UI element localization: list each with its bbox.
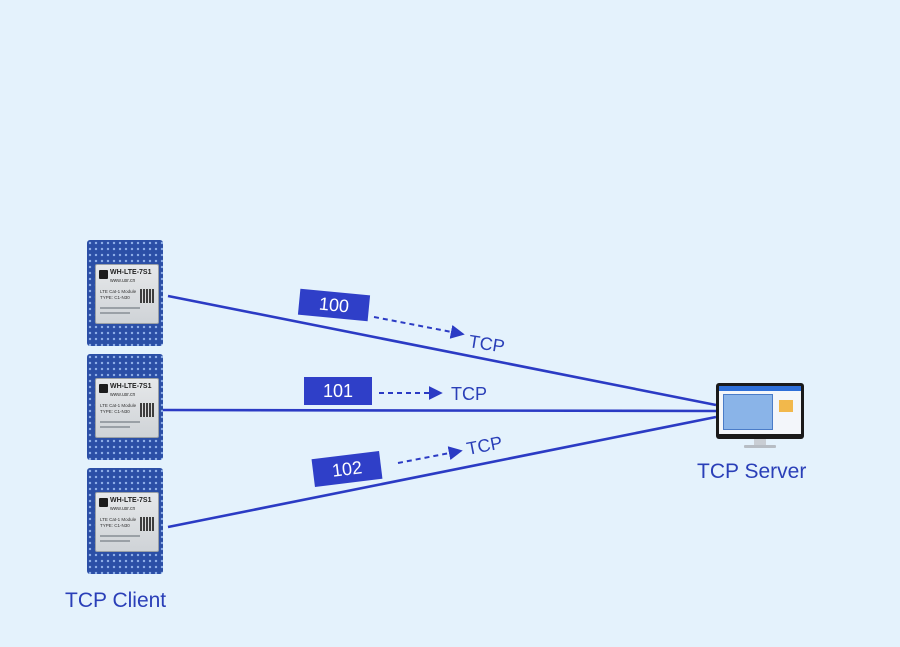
fine-print — [100, 421, 140, 423]
packet-number: 100 — [318, 294, 350, 317]
qr-code-icon — [140, 289, 154, 303]
connection-line-3 — [167, 415, 717, 529]
module-url-label: www.usr.cn — [110, 392, 136, 398]
module-description-label: LTE Cat-1 Module — [100, 289, 137, 294]
module-description-label: LTE Cat-1 Module — [100, 517, 137, 522]
module-type-label: TYPE: C1-N30 — [100, 409, 130, 414]
connection-line-1 — [167, 294, 717, 407]
usr-logo-icon — [99, 498, 108, 507]
module-shield: WH-LTE-7S1 www.usr.cn LTE Cat-1 Module T… — [95, 378, 159, 438]
protocol-label-2: TCP — [451, 384, 487, 404]
monitor-display — [719, 386, 801, 434]
packet-group-3: 102 — [311, 450, 383, 488]
module-url-label: www.usr.cn — [110, 506, 136, 512]
qr-code-icon — [140, 517, 154, 531]
protocol-label-3: TCP — [465, 432, 504, 459]
client-caption: TCP Client — [65, 589, 167, 612]
monitor-screen — [716, 383, 804, 439]
monitor-stand — [754, 439, 766, 445]
fine-print — [100, 426, 130, 428]
packet-number: 102 — [331, 457, 363, 481]
app-panel — [723, 394, 773, 430]
fine-print — [100, 540, 130, 542]
server-monitor-icon — [716, 383, 804, 449]
packet-box — [304, 377, 372, 405]
lte-module-3: WH-LTE-7S1 www.usr.cn LTE Cat-1 Module T… — [87, 468, 163, 574]
packet-group-2: 101 — [304, 377, 372, 405]
module-url-label: www.usr.cn — [110, 278, 136, 284]
module-model-label: WH-LTE-7S1 — [110, 383, 152, 390]
module-shield: WH-LTE-7S1 www.usr.cn LTE Cat-1 Module T… — [95, 264, 159, 324]
lte-module-2: WH-LTE-7S1 www.usr.cn LTE Cat-1 Module T… — [87, 354, 163, 460]
qr-code-icon — [140, 403, 154, 417]
module-description-label: LTE Cat-1 Module — [100, 403, 137, 408]
module-type-label: TYPE: C1-N30 — [100, 295, 130, 300]
usr-logo-icon — [99, 270, 108, 279]
fine-print — [100, 307, 140, 309]
module-type-label: TYPE: C1-N30 — [100, 523, 130, 528]
app-widget — [779, 400, 793, 412]
module-shield: WH-LTE-7S1 www.usr.cn LTE Cat-1 Module T… — [95, 492, 159, 552]
packet-box — [311, 450, 383, 488]
module-model-label: WH-LTE-7S1 — [110, 497, 152, 504]
app-title-bar — [719, 386, 801, 391]
packet-group-1: 100 — [297, 288, 371, 322]
packet-box — [297, 288, 371, 322]
monitor-base — [744, 445, 776, 448]
protocol-label-1: TCP — [467, 331, 506, 356]
usr-logo-icon — [99, 384, 108, 393]
connection-line-2 — [162, 408, 717, 413]
dashed-arrow-1 — [373, 316, 465, 339]
dashed-arrow-3 — [397, 446, 463, 464]
packet-number: 101 — [323, 381, 353, 401]
fine-print — [100, 535, 140, 537]
server-caption: TCP Server — [697, 460, 807, 483]
lte-module-1: WH-LTE-7S1 www.usr.cn LTE Cat-1 Module T… — [87, 240, 163, 346]
fine-print — [100, 312, 130, 314]
module-model-label: WH-LTE-7S1 — [110, 269, 152, 276]
